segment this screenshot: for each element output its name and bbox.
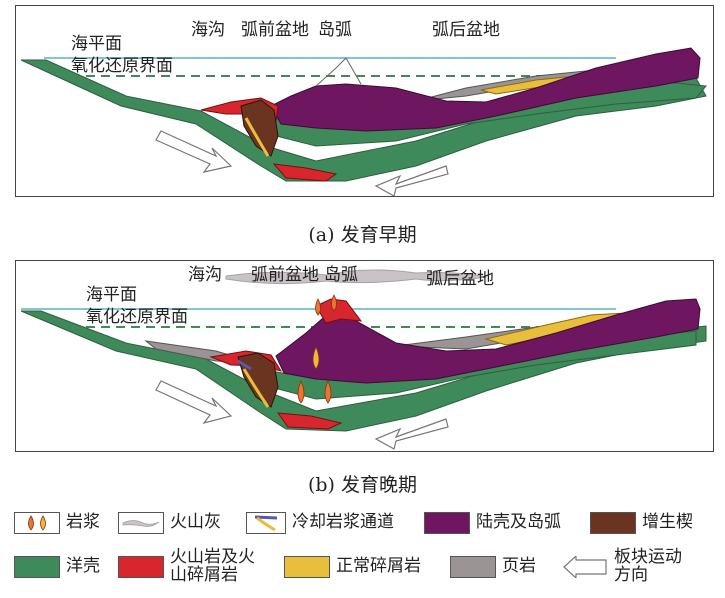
island-arc-label: 岛弧 — [324, 265, 358, 285]
magma-channel — [244, 117, 270, 157]
trench-label: 海沟 — [188, 265, 222, 285]
magma-drops — [297, 294, 337, 404]
shale-swatch — [450, 556, 496, 578]
continental-crust-swatch — [424, 512, 470, 534]
legend-item-oceanic-crust: 洋壳 — [14, 554, 100, 580]
legend-item-plate-motion: 板块运动方向 — [562, 548, 698, 584]
legend-item-magma-channel: 冷却岩浆通道 — [246, 510, 394, 536]
forearc-basin-label: 弧前盆地 — [251, 265, 319, 285]
magma-channel-blue — [237, 359, 252, 371]
plate-motion-arrow-left — [155, 130, 233, 173]
volcanic-rock-swatch — [118, 556, 164, 578]
accretionary-wedge-swatch — [590, 512, 636, 534]
channel-icon — [246, 512, 286, 534]
forearc-basin-label: 弧前盆地 — [241, 20, 309, 40]
panel-late-stage: 海平面 氧化还原界面 海沟 弧前盆地 岛弧 弧后盆地 — [15, 260, 714, 452]
redox-boundary-label: 氧化还原界面 — [71, 56, 173, 76]
legend-item-volcanic-ash: 火山灰 — [118, 510, 221, 536]
legend-item-volcanic-rock: 火山岩及火山碎屑岩 — [118, 548, 266, 584]
normal-clastic-swatch — [284, 556, 330, 578]
volcano-outline — [315, 57, 362, 87]
redox-boundary-label: 氧化还原界面 — [86, 307, 188, 327]
caption-late: (b) 发育晚期 — [307, 474, 418, 496]
cross-section-late — [20, 269, 707, 450]
volcanic-rock-lower — [276, 412, 343, 430]
panel-early-stage: 海平面 氧化还原界面 海沟 弧前盆地 岛弧 弧后盆地 — [15, 5, 714, 197]
island-arc-label: 岛弧 — [318, 20, 352, 40]
cross-section-early — [20, 47, 707, 196]
trench-label: 海沟 — [191, 20, 225, 40]
volcanic-rock-lower — [272, 163, 338, 182]
oceanic-crust-swatch — [14, 556, 60, 578]
magma-icon — [14, 512, 60, 534]
backarc-basin-label: 弧后盆地 — [432, 20, 500, 40]
legend: 岩浆 火山灰 冷却岩浆通道 陆壳及岛弧 增生楔 洋壳 火山岩及火山碎屑岩 正常碎… — [14, 510, 714, 596]
legend-item-continental-crust: 陆壳及岛弧 — [424, 510, 561, 536]
arrow-icon — [562, 556, 608, 578]
backarc-basin-label: 弧后盆地 — [426, 269, 494, 289]
magma-channel — [242, 368, 270, 408]
ash-icon — [118, 512, 164, 534]
plate-motion-arrow-right — [374, 418, 449, 450]
volcanic-ash-plume — [225, 269, 487, 285]
sea-level-label: 海平面 — [86, 285, 137, 305]
legend-item-accretionary-wedge: 增生楔 — [590, 510, 693, 536]
plate-motion-arrow-left — [155, 380, 233, 425]
legend-item-normal-clastic: 正常碎屑岩 — [284, 554, 421, 580]
accretionary-wedge — [240, 99, 279, 157]
legend-item-shale: 页岩 — [450, 554, 536, 580]
volcanic-rock-arc — [315, 298, 363, 324]
legend-item-magma: 岩浆 — [14, 510, 100, 536]
continental-crust — [270, 47, 701, 132]
oceanic-crust — [20, 310, 707, 432]
plate-motion-arrow-right — [374, 165, 449, 196]
sea-level-label: 海平面 — [71, 34, 122, 54]
caption-early: (a) 发育早期 — [308, 224, 417, 246]
